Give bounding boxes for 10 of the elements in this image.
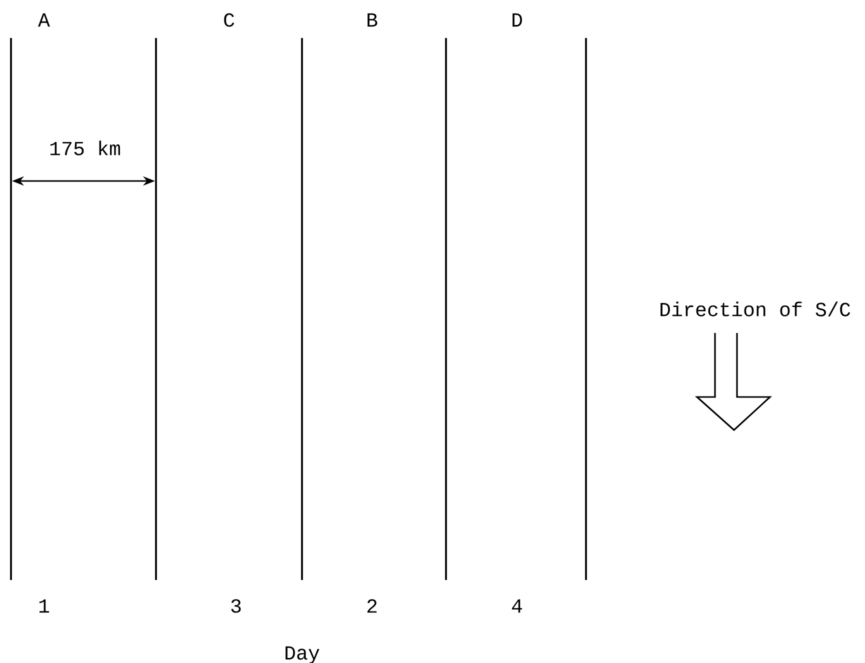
lane-letter: A: [38, 13, 50, 27]
direction-label: Direction of S/C: [660, 302, 850, 316]
lane-letter: C: [224, 13, 234, 27]
lane-letter: D: [512, 13, 522, 27]
dimension-label: 175 km: [50, 140, 120, 156]
day-number: 1: [39, 599, 50, 613]
day-number: 3: [231, 599, 241, 613]
day-number: 2: [367, 599, 377, 613]
day-number: 4: [512, 599, 522, 613]
lane-letter: B: [368, 13, 378, 27]
